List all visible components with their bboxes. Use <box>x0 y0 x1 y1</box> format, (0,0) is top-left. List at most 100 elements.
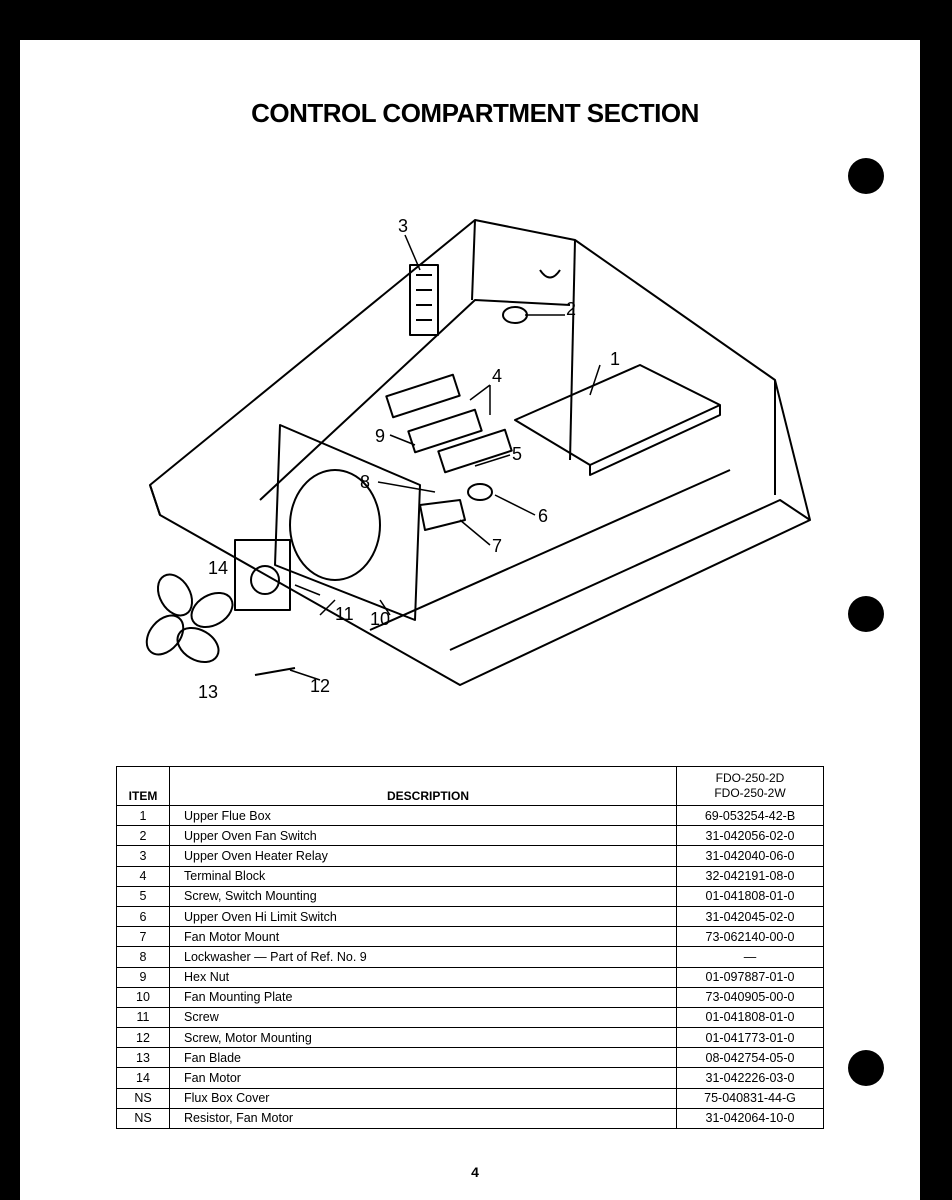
row-description: Fan Blade <box>169 1047 677 1069</box>
row-item: 12 <box>116 1027 170 1049</box>
row-item: 14 <box>116 1067 170 1089</box>
row-item: NS <box>116 1107 170 1130</box>
row-item: 11 <box>116 1006 170 1029</box>
row-part-number: 31-042040-06-0 <box>676 845 824 867</box>
row-item: 7 <box>116 926 170 948</box>
row-description: Lockwasher — Part of Ref. No. 9 <box>169 946 677 968</box>
callout-6: 6 <box>538 506 548 526</box>
page-title: CONTROL COMPARTMENT SECTION <box>251 98 699 128</box>
callout-9: 9 <box>375 426 385 446</box>
row-part-number: 01-041773-01-0 <box>676 1027 824 1049</box>
row-item: 1 <box>116 804 170 827</box>
callout-8: 8 <box>360 472 370 492</box>
row-part-number: 01-097887-01-0 <box>676 966 824 988</box>
header-model-line1: FDO-250-2D <box>715 771 785 785</box>
row-description: Screw, Switch Mounting <box>169 885 677 907</box>
row-item: NS <box>116 1087 170 1109</box>
row-part-number: 73-062140-00-0 <box>676 926 824 948</box>
binder-hole-bottom <box>848 1050 884 1086</box>
row-part-number: 73-040905-00-0 <box>676 986 824 1008</box>
page-number: 4 <box>471 1164 479 1180</box>
parts-table: ITEM DESCRIPTION FDO-250-2D FDO-250-2W 1… <box>116 766 824 1130</box>
relay-shape <box>409 264 439 336</box>
row-part-number: 69-053254-42-B <box>676 804 824 827</box>
table-header-row: ITEM DESCRIPTION FDO-250-2D FDO-250-2W <box>116 766 824 806</box>
row-part-number: 32-042191-08-0 <box>676 865 824 887</box>
row-description: Upper Flue Box <box>169 804 677 827</box>
motor-screw-shape <box>254 667 296 676</box>
callout-1: 1 <box>610 349 620 369</box>
header-description: DESCRIPTION <box>169 766 677 806</box>
row-description: Upper Oven Hi Limit Switch <box>169 905 677 928</box>
row-part-number: 31-042226-03-0 <box>676 1067 824 1089</box>
callout-5: 5 <box>512 444 522 464</box>
document-page: CONTROL COMPARTMENT SECTION <box>20 40 920 1200</box>
row-item: 8 <box>116 946 170 968</box>
row-part-number: 01-041808-01-0 <box>676 885 824 907</box>
row-part-number: 31-042064-10-0 <box>676 1107 824 1130</box>
row-part-number: 31-042045-02-0 <box>676 905 824 928</box>
row-description: Fan Motor Mount <box>169 926 677 948</box>
callout-13: 13 <box>198 682 218 702</box>
row-description: Resistor, Fan Motor <box>169 1107 677 1130</box>
callout-7: 7 <box>492 536 502 556</box>
callout-4: 4 <box>492 366 502 386</box>
row-description: Fan Motor <box>169 1067 677 1089</box>
row-item: 2 <box>116 825 170 847</box>
row-item: 3 <box>116 845 170 867</box>
row-item: 5 <box>116 885 170 907</box>
row-description: Fan Mounting Plate <box>169 986 677 1008</box>
header-item: ITEM <box>116 766 170 806</box>
fan-mounting-plate-shape <box>274 424 421 621</box>
terminal-block-shape <box>385 373 461 419</box>
row-item: 9 <box>116 966 170 988</box>
row-part-number: 01-041808-01-0 <box>676 1006 824 1029</box>
row-part-number: 75-040831-44-G <box>676 1087 824 1109</box>
callout-14: 14 <box>208 558 228 578</box>
row-item: 10 <box>116 986 170 1008</box>
header-model-line2: FDO-250-2W <box>714 786 786 800</box>
callout-10: 10 <box>370 609 390 629</box>
binder-hole-middle <box>848 596 884 632</box>
row-item: 6 <box>116 905 170 928</box>
binder-hole-top <box>848 158 884 194</box>
hi-limit-switch-shape <box>467 483 493 501</box>
row-item: 4 <box>116 865 170 887</box>
row-description: Screw <box>169 1006 677 1029</box>
row-description: Upper Oven Heater Relay <box>169 845 677 867</box>
row-description: Screw, Motor Mounting <box>169 1027 677 1049</box>
callout-12: 12 <box>310 676 330 696</box>
row-part-number: 08-042754-05-0 <box>676 1047 824 1069</box>
row-description: Hex Nut <box>169 966 677 988</box>
fan-blade-shape <box>145 573 234 664</box>
callout-11: 11 <box>335 604 354 624</box>
compartment-frame <box>149 219 811 686</box>
row-item: 13 <box>116 1047 170 1069</box>
exploded-parts-diagram: 1 2 3 4 5 6 7 8 9 10 11 12 13 14 <box>145 216 811 702</box>
row-part-number: 31-042056-02-0 <box>676 825 824 847</box>
callout-3: 3 <box>398 216 408 236</box>
fan-switch-shape <box>502 306 528 324</box>
header-model: FDO-250-2D FDO-250-2W <box>676 766 824 806</box>
row-description: Terminal Block <box>169 865 677 887</box>
row-part-number: — <box>676 946 824 968</box>
flue-box-shape <box>514 364 721 466</box>
row-description: Flux Box Cover <box>169 1087 677 1109</box>
fan-motor-mount-shape <box>419 499 466 531</box>
fan-motor-shape <box>234 539 291 611</box>
